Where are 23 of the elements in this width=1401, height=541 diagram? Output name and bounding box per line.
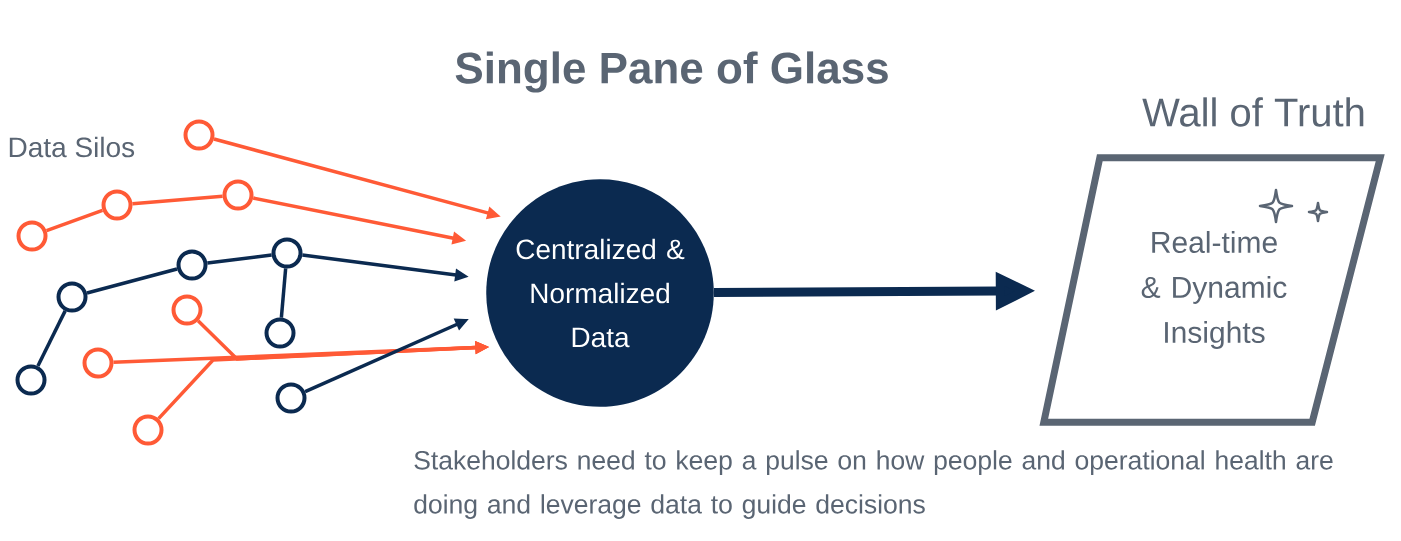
node-circle xyxy=(16,220,48,252)
node-circle xyxy=(56,281,88,313)
node-circle xyxy=(15,364,47,396)
title: Single Pane of Glass xyxy=(455,51,888,93)
node-circle xyxy=(183,119,215,151)
group-label: Data Silos xyxy=(9,136,135,158)
caption: Stakeholders need to keep a pulse on how people and operational health are doing and leverage data to guide decisions xyxy=(414,450,1333,519)
connector-line xyxy=(279,268,288,318)
heading: Wall of Truth xyxy=(1142,97,1364,127)
node-circle xyxy=(275,382,307,414)
node-circle xyxy=(132,414,164,446)
node-circle xyxy=(171,294,203,326)
node-circle xyxy=(271,237,303,269)
node-circle xyxy=(264,317,296,349)
connector-line xyxy=(132,194,223,206)
connector-line xyxy=(45,208,104,233)
node-circle xyxy=(101,189,133,221)
connector-line xyxy=(207,253,272,265)
node-circle xyxy=(222,179,254,211)
node-circle xyxy=(82,347,114,379)
node-circle xyxy=(176,249,208,281)
connector-line xyxy=(86,267,178,295)
connector-line xyxy=(36,310,67,367)
